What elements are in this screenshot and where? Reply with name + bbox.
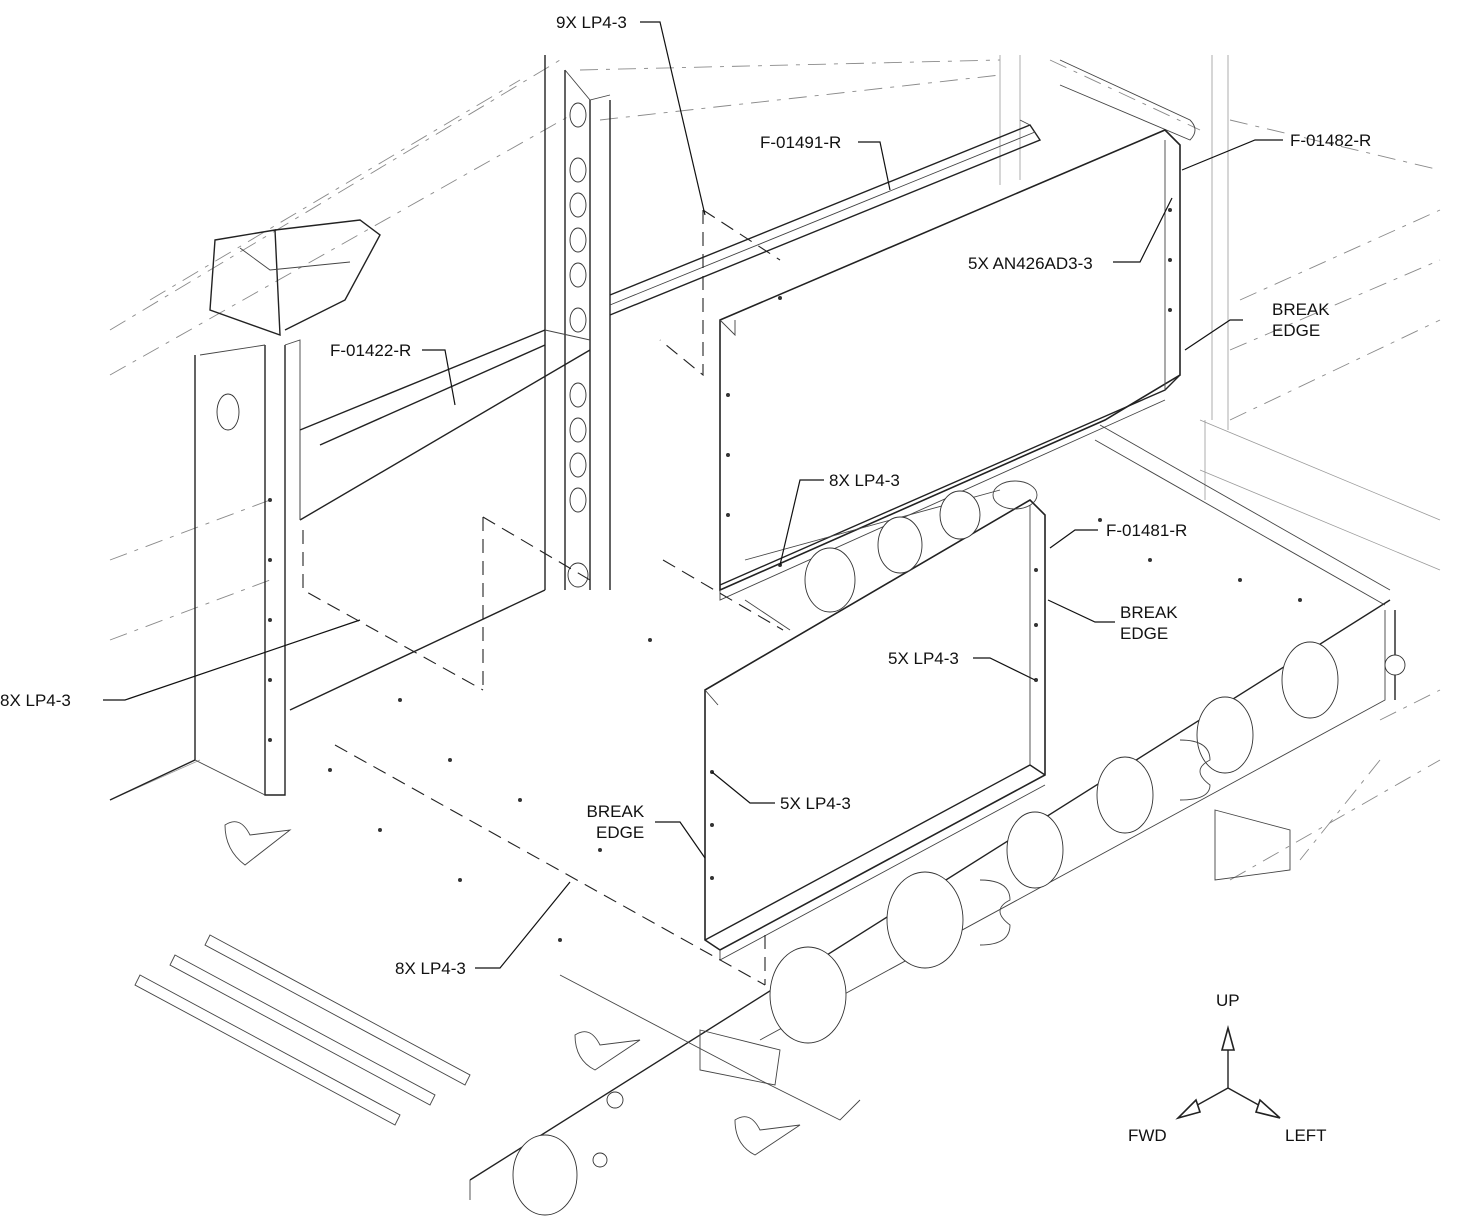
upper-left-gusset [209,219,381,337]
orientation-left-label: LEFT [1285,1126,1327,1145]
stiffener-strips [134,934,471,1126]
break-edge-low-line1: BREAK [586,802,645,821]
lower-longeron [512,610,1406,1216]
leader-lines [103,21,1283,969]
callout-f01481-r: F-01481-R [1106,521,1188,540]
break-edge-mid-line2: EDGE [1120,624,1169,643]
tunnel-ribs [744,489,1001,631]
callout-f01482-r: F-01482-R [1290,131,1372,150]
callout-5x-lp4-3-lower: 5X LP4-3 [780,794,851,813]
orientation-up-label: UP [1216,991,1240,1010]
callout-break-edge-mid: BREAK EDGE [1120,602,1178,644]
callout-8x-lp4-3-left: 8X LP4-3 [0,691,71,710]
rivet-holes [268,208,1302,942]
callout-8x-lp4-3-bottom: 8X LP4-3 [395,959,466,978]
break-edge-top-line1: BREAK [1272,300,1330,319]
break-edge-top-line2: EDGE [1272,321,1321,340]
break-edge-mid-line1: BREAK [1120,603,1178,622]
callout-break-edge-low: BREAK EDGE [585,801,645,843]
f01422-brace [299,329,591,521]
left-channel [194,339,301,796]
orientation-triad [1175,1024,1281,1120]
f01482-panel [719,129,1181,601]
callout-9x-lp4-3: 9X LP4-3 [556,13,627,32]
orientation-fwd-label: FWD [1128,1126,1167,1145]
callout-8x-lp4-3-mid: 8X LP4-3 [829,471,900,490]
callout-break-edge-top: BREAK EDGE [1272,299,1330,341]
hinge-brackets [224,821,801,1156]
callout-5x-an426ad3-3: 5X AN426AD3-3 [968,254,1093,273]
callout-f01491-r: F-01491-R [760,133,842,152]
f01491-angle [609,119,1042,316]
break-edge-low-line2: EDGE [596,823,645,842]
callout-f01422-r: F-01422-R [330,341,412,360]
callout-5x-lp4-3-right: 5X LP4-3 [888,649,959,668]
alignment-dashes [302,209,784,986]
center-stiffener [544,55,611,590]
